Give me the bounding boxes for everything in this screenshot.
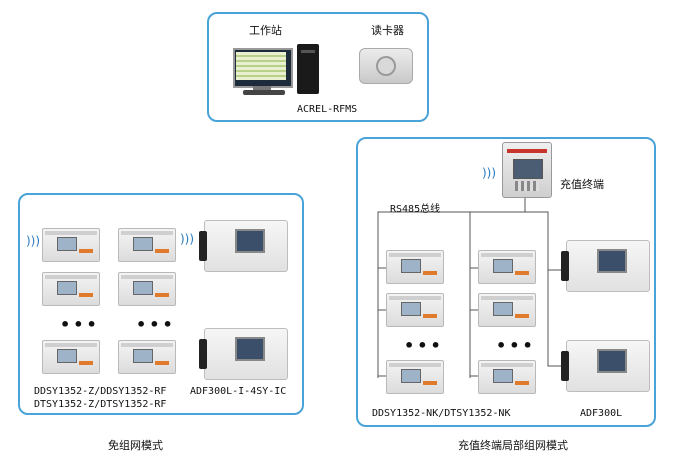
- adf-device: [199, 328, 288, 380]
- workstation-label: 工作站: [249, 24, 282, 37]
- left-caption: 免组网模式: [108, 439, 163, 452]
- card-reader-label: 读卡器: [371, 24, 404, 37]
- meter-device: [42, 272, 100, 306]
- meter-device: [118, 228, 176, 262]
- wireless-icon: ))): [26, 234, 41, 248]
- meter-device: [386, 293, 444, 327]
- meter-device: [118, 340, 176, 374]
- ellipsis-dots: •••: [136, 315, 176, 334]
- meter-device: [42, 340, 100, 374]
- adf-device: [199, 220, 288, 272]
- left-adf-label: ADF300L-I-4SY-IC: [190, 386, 287, 397]
- meter-device: [386, 250, 444, 284]
- wireless-icon: ))): [482, 166, 497, 180]
- right-adf-label: ADF300L: [580, 408, 623, 419]
- adf-device: [561, 340, 650, 392]
- wireless-icon: ))): [180, 232, 195, 246]
- meter-device: [478, 293, 536, 327]
- workstation-icon: [233, 44, 323, 96]
- meter-device: [386, 360, 444, 394]
- top-panel: 工作站 读卡器 ACREL-RFMS: [207, 12, 429, 122]
- right-model-label: DDSY1352-NK/DTSY1352-NK: [372, 408, 511, 419]
- ellipsis-dots: •••: [60, 315, 100, 334]
- card-reader-icon: [359, 48, 413, 84]
- right-caption: 充值终端局部组网模式: [458, 439, 568, 452]
- adf-device: [561, 240, 650, 292]
- system-label: ACREL-RFMS: [297, 104, 358, 115]
- ellipsis-dots: •••: [404, 336, 444, 355]
- meter-device: [478, 250, 536, 284]
- ellipsis-dots: •••: [496, 336, 536, 355]
- recharge-terminal-label: 充值终端: [560, 178, 604, 191]
- left-model-line2: DTSY1352-Z/DTSY1352-RF: [34, 399, 167, 410]
- left-model-line1: DDSY1352-Z/DDSY1352-RF: [34, 386, 167, 397]
- recharge-terminal-icon: [502, 142, 552, 198]
- meter-device: [42, 228, 100, 262]
- meter-device: [118, 272, 176, 306]
- meter-device: [478, 360, 536, 394]
- rs485-bus-label: RS485总线: [390, 204, 441, 215]
